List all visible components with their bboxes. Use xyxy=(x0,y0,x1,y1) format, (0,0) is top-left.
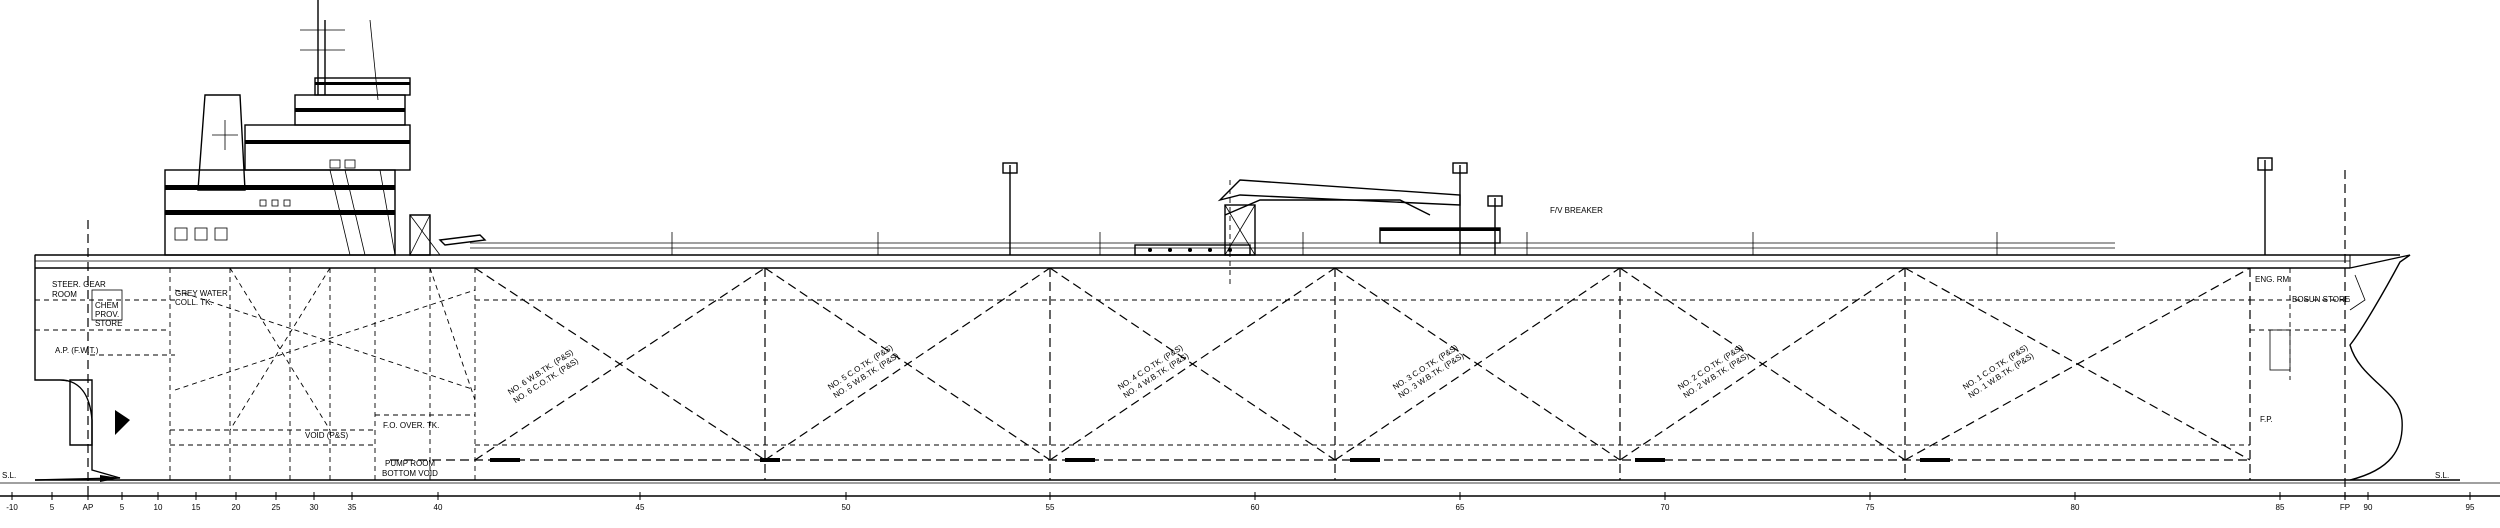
label-pump-room-2: BOTTOM VOID xyxy=(382,469,438,478)
frame-tick-label: 10 xyxy=(154,503,163,512)
frame-tick-label: 25 xyxy=(272,503,281,512)
label-chem-3: STORE xyxy=(95,319,122,328)
frame-tick-label: 5 xyxy=(50,503,55,512)
label-fore-peak: F.P. xyxy=(2260,415,2273,424)
label-chem-2: PROV. xyxy=(95,310,119,319)
cargo-tank-bracing xyxy=(474,267,2251,480)
label-aft-peak: A.P. (F.W.T.) xyxy=(55,346,99,355)
forward-compartments xyxy=(2250,268,2366,380)
frame-tick-label: 15 xyxy=(192,503,201,512)
frame-tick-label: 5 xyxy=(120,503,125,512)
manifold-crane xyxy=(1134,179,1501,285)
cargo-tank-labels: NO. 6 W.B.TK. (P&S) NO. 6 C.O.TK. (P&S) … xyxy=(506,343,2035,405)
label-pump-room-1: PUMP ROOM xyxy=(385,459,435,468)
frame-tick-label: 35 xyxy=(348,503,357,512)
label-fo-over: F.O. OVER. TK. xyxy=(383,421,439,430)
frame-tick-label: 45 xyxy=(636,503,645,512)
label-steer-gear-1: STEER. GEAR xyxy=(52,280,106,289)
frame-tick-label: 65 xyxy=(1456,503,1465,512)
aft-compartments xyxy=(35,267,476,482)
frame-scale: -10 5 AP 5 10 15 20 25 30 35 40 45 50 55 60 65 70 75 80 85 F… xyxy=(0,492,2500,512)
frame-tick-label: 30 xyxy=(310,503,319,512)
label-fiv-breaker: F/V BREAKER xyxy=(1550,206,1603,215)
deck-railing xyxy=(34,242,2351,269)
frame-tick-label: 90 xyxy=(2364,503,2373,512)
accommodation-superstructure xyxy=(164,0,487,256)
label-bosun-store: BOSUN STORE xyxy=(2292,295,2350,304)
frame-tick-label: 80 xyxy=(2071,503,2080,512)
label-chem-1: CHEM xyxy=(95,301,119,310)
frame-tick-label: 70 xyxy=(1661,503,1670,512)
frame-tick-label: -10 xyxy=(6,503,18,512)
frame-tick-label: 40 xyxy=(434,503,443,512)
label-steer-gear-2: ROOM xyxy=(52,290,77,299)
frame-tick-label: 75 xyxy=(1866,503,1875,512)
label-eng-rm: ENG. RM xyxy=(2255,275,2290,284)
label-sl-right: S.L. xyxy=(2435,471,2449,480)
frame-tick-label: FP xyxy=(2340,503,2350,512)
deck-masts xyxy=(671,157,2273,255)
frame-tick-label: 95 xyxy=(2466,503,2475,512)
label-grey-water-2: COLL. TK. xyxy=(175,298,213,307)
label-void: VOID (P&S) xyxy=(305,431,348,440)
frame-tick-label: 50 xyxy=(842,503,851,512)
compartment-labels: STEER. GEAR ROOM CHEM PROV. STORE GREY W… xyxy=(2,206,2449,480)
frame-tick-label: 20 xyxy=(232,503,241,512)
frame-tick-label: 85 xyxy=(2276,503,2285,512)
frame-tick-label: AP xyxy=(83,503,94,512)
label-grey-water-1: GREY WATER xyxy=(175,289,228,298)
frame-tick-label: 55 xyxy=(1046,503,1055,512)
label-sl-left: S.L. xyxy=(2,471,16,480)
frame-tick-label: 60 xyxy=(1251,503,1260,512)
